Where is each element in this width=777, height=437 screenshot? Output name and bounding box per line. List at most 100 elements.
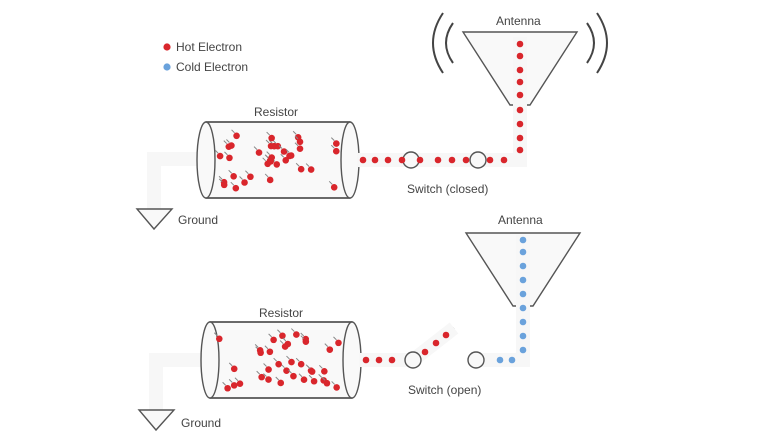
cold-electron — [519, 304, 527, 312]
hot-electron — [296, 138, 304, 146]
cold-electron — [519, 332, 527, 340]
hot-electron — [288, 358, 295, 366]
hot-electron-motion-mark — [253, 146, 258, 150]
hot-electron — [421, 348, 429, 356]
hot-electron — [321, 368, 328, 375]
hot-electron-motion-mark — [292, 130, 297, 135]
antenna-electron — [516, 91, 524, 99]
hot-electron-motion-mark — [278, 145, 283, 149]
hot-electron — [215, 335, 223, 343]
hot-electron-motion-mark — [214, 149, 219, 154]
bottom-ground-symbol — [137, 409, 176, 432]
hot-electron-motion-mark — [213, 332, 218, 337]
hot-electron-motion-mark — [288, 369, 292, 374]
hot-electron-motion-mark — [275, 376, 280, 381]
hot-electron-motion-mark — [294, 142, 299, 147]
hot-electron — [275, 360, 282, 368]
cold-electron — [508, 356, 516, 364]
hot-electron — [432, 339, 440, 347]
hot-electron-motion-mark — [330, 144, 335, 149]
top-ground-symbol — [135, 208, 174, 231]
hot-electron-motion-mark — [239, 176, 243, 180]
legend: Hot Electron Cold Electron — [163, 40, 248, 74]
hot-electron — [255, 149, 263, 156]
hot-electron — [333, 384, 340, 391]
hot-electron-motion-mark — [228, 169, 233, 174]
top-electrons — [214, 40, 524, 192]
hot-electron — [220, 181, 228, 189]
antenna-electron — [516, 106, 524, 114]
hot-electron — [398, 156, 406, 164]
hot-electron-motion-mark — [308, 374, 313, 379]
cold-electron — [519, 318, 527, 326]
hot-electron — [282, 156, 290, 164]
hot-electron — [287, 152, 295, 159]
hot-electron-motion-mark — [266, 151, 271, 155]
hot-electron-motion-mark — [285, 149, 290, 153]
hot-electron-motion-mark — [256, 370, 261, 375]
hot-electron-motion-mark — [262, 157, 267, 162]
hot-electron-motion-mark — [264, 345, 269, 350]
cold-electron — [519, 262, 527, 270]
hot-electron-motion-mark — [295, 162, 300, 167]
bottom-electrons — [213, 236, 527, 392]
hot-electron — [359, 156, 367, 164]
hot-electron — [273, 161, 281, 168]
hot-electron-motion-mark — [228, 362, 233, 367]
hot-electron — [290, 372, 297, 380]
hot-electron-motion-mark — [224, 151, 228, 156]
bottom-switch-pivot — [404, 351, 422, 369]
hot-electron — [284, 340, 292, 348]
hot-electron — [307, 166, 315, 173]
antenna-electron — [516, 52, 524, 60]
hot-electron — [326, 346, 334, 353]
hot-electron-motion-mark — [318, 374, 323, 378]
cold-electron — [519, 290, 527, 298]
hot-electron — [268, 134, 275, 142]
hot-electron — [416, 156, 424, 164]
hot-electron — [266, 176, 274, 184]
antenna-electron — [516, 40, 524, 48]
antenna-electron — [516, 66, 524, 74]
hot-electron-legend-label: Hot Electron — [176, 40, 242, 54]
hot-electron — [486, 156, 494, 164]
hot-electron-motion-mark — [300, 332, 305, 337]
hot-electron-motion-mark — [300, 335, 305, 340]
hot-electron — [270, 336, 277, 344]
hot-electron-motion-mark — [328, 180, 333, 185]
hot-electron-motion-mark — [226, 139, 230, 143]
hot-electron-motion-mark — [306, 365, 311, 369]
hot-electron — [233, 132, 240, 140]
cold-electron — [496, 356, 504, 364]
top-antenna-waves — [432, 12, 608, 74]
hot-electron — [323, 379, 331, 387]
hot-electron — [247, 173, 254, 181]
hot-electron-motion-mark — [305, 163, 310, 167]
hot-electron — [371, 156, 379, 164]
cold-electron — [519, 276, 527, 284]
hot-electron — [279, 332, 286, 340]
hot-electron-motion-mark — [298, 373, 303, 378]
hot-electron-motion-mark — [230, 181, 235, 186]
hot-electron — [297, 360, 305, 368]
hot-electron — [280, 148, 288, 155]
hot-electron — [230, 172, 237, 180]
hot-electron — [226, 154, 233, 162]
bottom-resistor — [200, 321, 362, 399]
hot-electron — [330, 184, 338, 191]
hot-electron — [283, 367, 290, 374]
hot-electron-motion-mark — [218, 175, 223, 180]
top-ground-label: Ground — [178, 213, 218, 227]
hot-electron — [296, 145, 304, 153]
bottom-circuit: Ground Resistor Switch (open) An — [137, 213, 582, 432]
hot-electron — [300, 376, 308, 384]
top-antenna-label: Antenna — [496, 14, 541, 28]
hot-electron — [297, 165, 305, 173]
hot-electron-motion-mark — [265, 139, 270, 144]
hot-electron-motion-mark — [277, 329, 281, 334]
top-switch-contact-left — [402, 151, 420, 169]
hot-electron — [266, 348, 274, 356]
top-ground-wire — [147, 152, 203, 212]
bottom-ground-label: Ground — [181, 416, 221, 430]
hot-electron-motion-mark — [223, 140, 228, 145]
